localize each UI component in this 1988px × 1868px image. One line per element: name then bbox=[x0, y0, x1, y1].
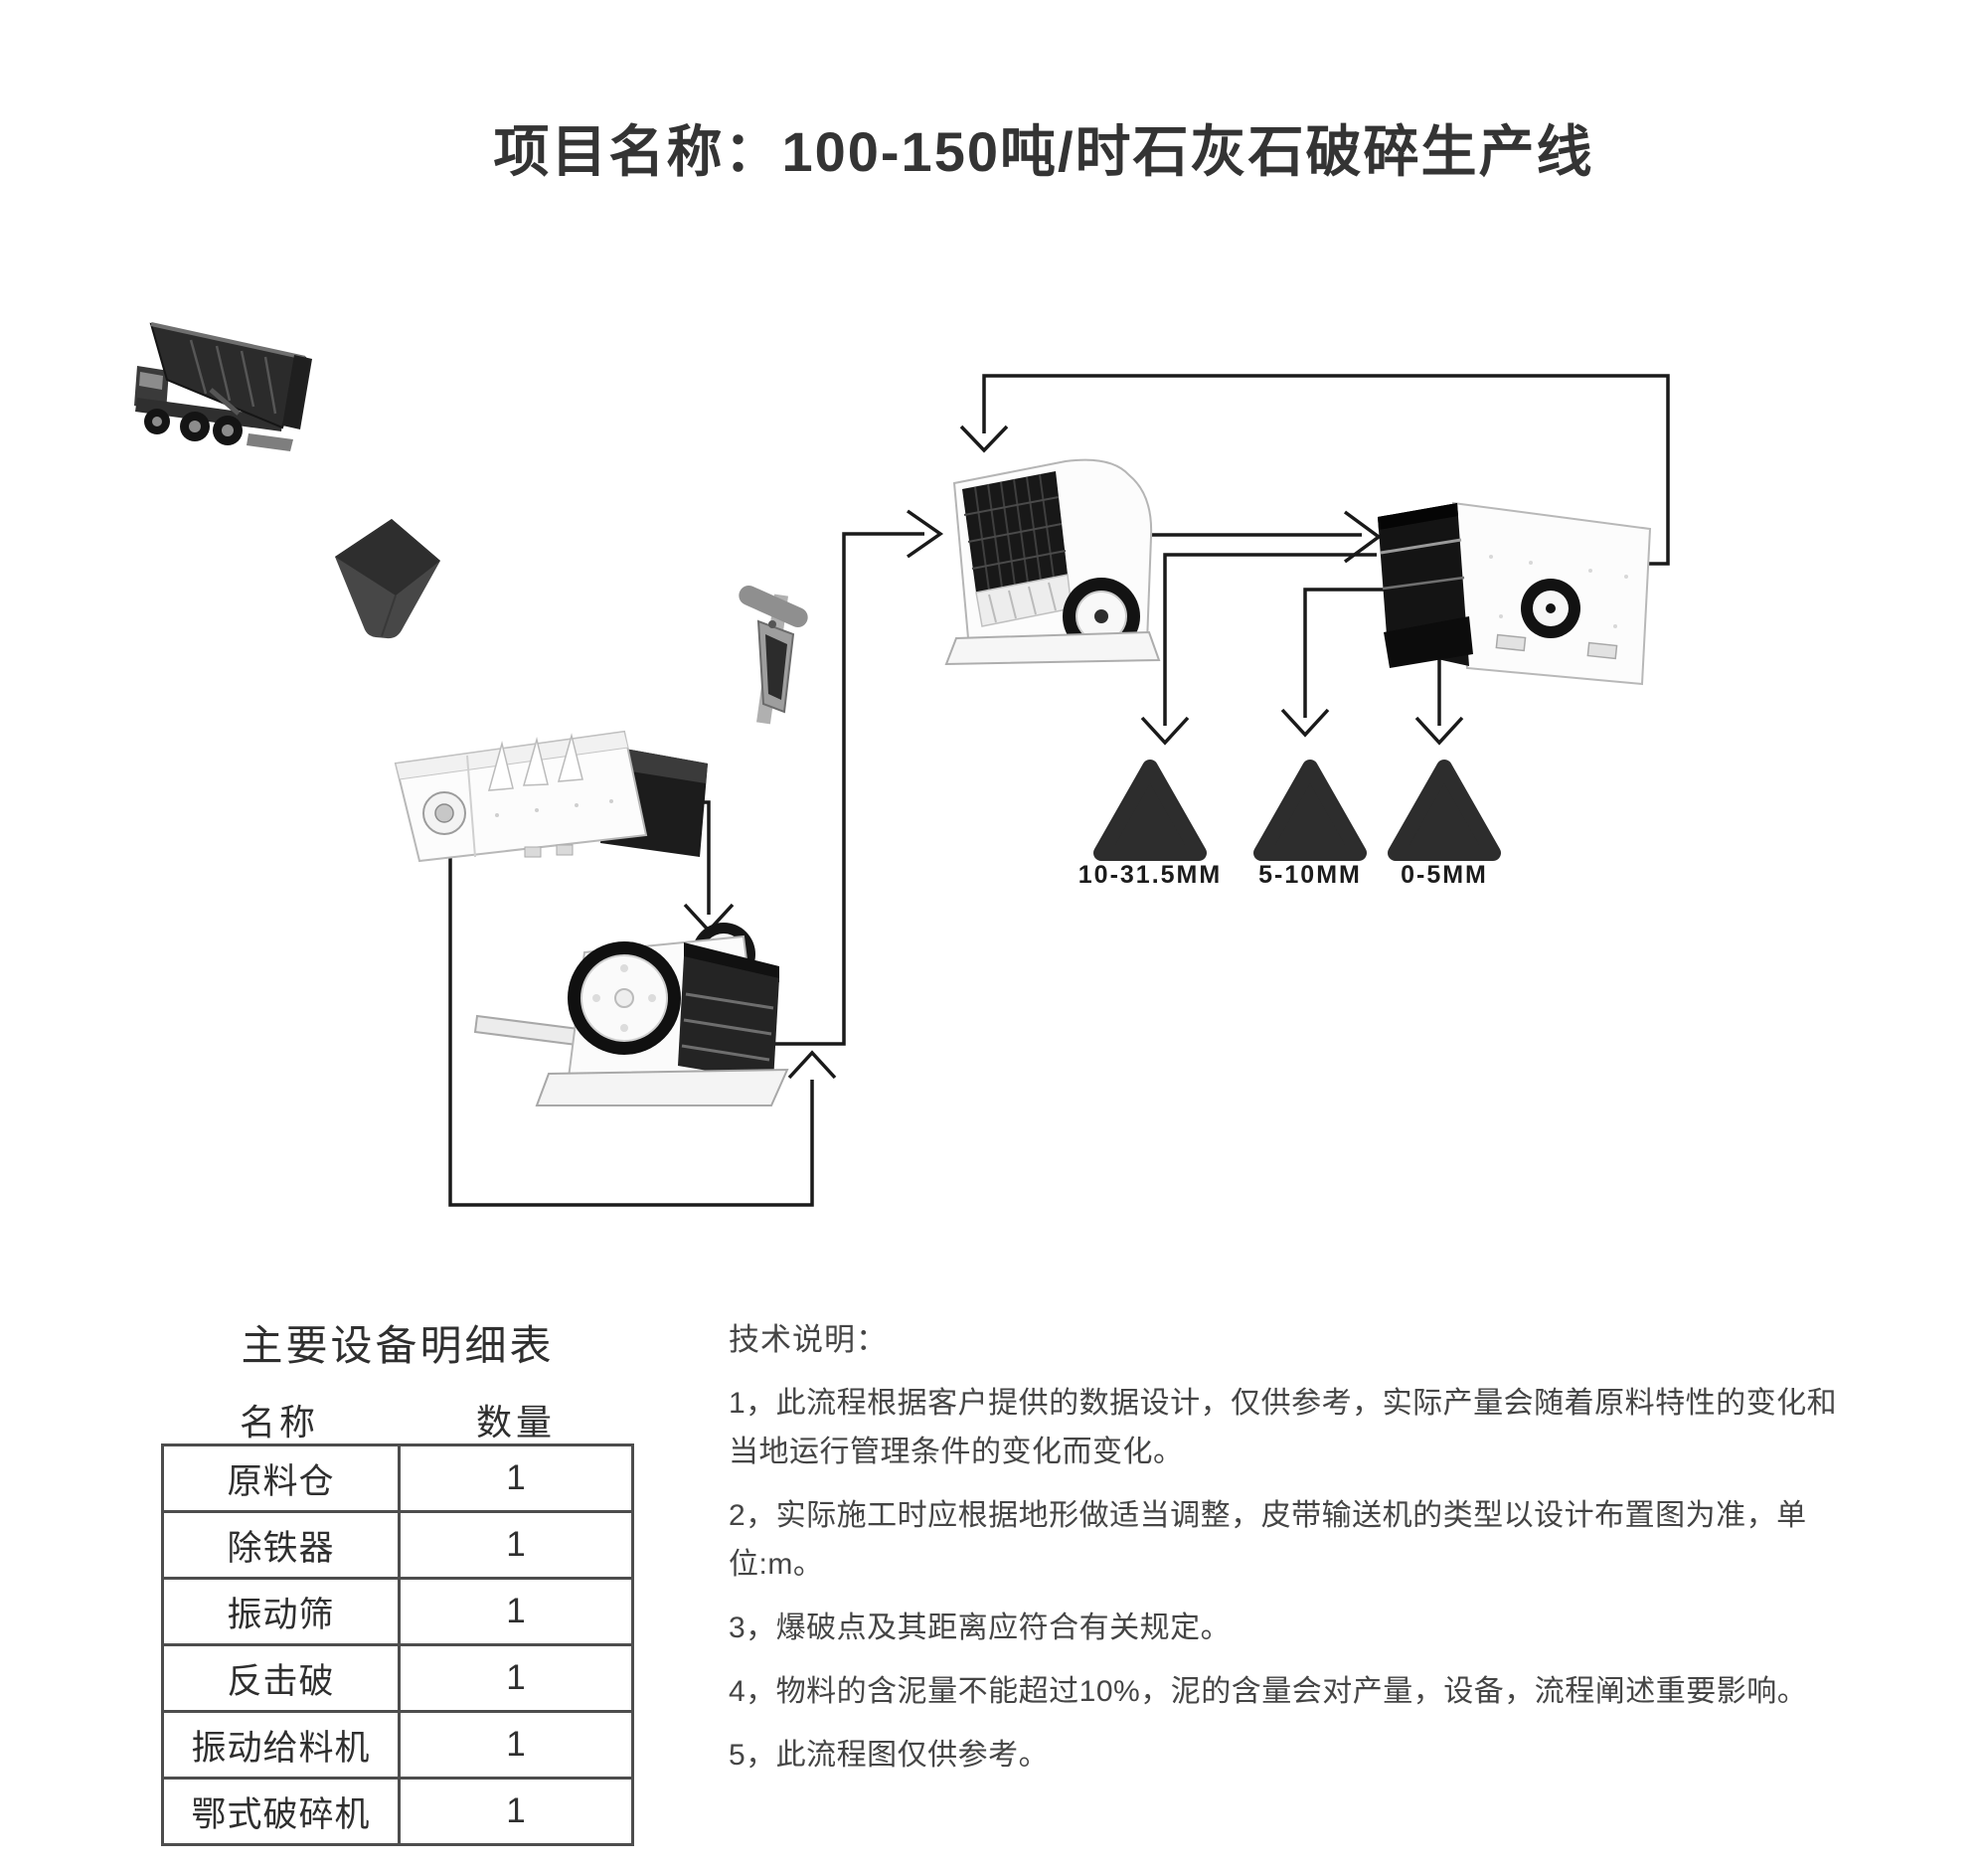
equipment-qty-cell: 1 bbox=[506, 1725, 526, 1764]
pile-triangle-3 bbox=[1388, 760, 1501, 861]
table-row: 除铁器 1 bbox=[164, 1510, 631, 1577]
equipment-table: 原料仓 1 除铁器 1 振动筛 1 反击破 1 振动给料机 1 鄂式破碎机 1 bbox=[161, 1443, 634, 1846]
table-row: 反击破 1 bbox=[164, 1643, 631, 1710]
equipment-name-cell: 原料仓 bbox=[164, 1446, 401, 1510]
table-row: 振动筛 1 bbox=[164, 1577, 631, 1643]
table-row: 鄂式破碎机 1 bbox=[164, 1777, 631, 1843]
vibrating-feeder-image bbox=[394, 730, 708, 863]
column-header-name: 名称 bbox=[239, 1402, 319, 1443]
jaw-crusher-image bbox=[473, 923, 789, 1106]
equipment-name-cell: 振动筛 bbox=[164, 1580, 401, 1643]
equipment-name-cell: 振动给料机 bbox=[164, 1713, 401, 1777]
flow-line-screen-to-pile2 bbox=[1280, 588, 1395, 738]
note-item-3: 3，爆破点及其距离应符合有关规定。 bbox=[729, 1612, 1232, 1644]
flow-line-screen-to-pile1 bbox=[1140, 553, 1377, 746]
flow-line-jaw-to-impact bbox=[757, 509, 944, 1046]
iron-remover-image bbox=[739, 586, 808, 725]
equipment-qty-cell: 1 bbox=[506, 1458, 526, 1497]
column-header-qty: 数量 bbox=[475, 1402, 556, 1443]
equipment-qty-cell: 1 bbox=[506, 1658, 526, 1697]
dump-truck-image bbox=[134, 322, 312, 451]
equipment-qty-cell: 1 bbox=[506, 1592, 526, 1630]
page-title: 项目名称：100-150吨/时石灰石破碎生产线 bbox=[493, 120, 1594, 183]
flow-line-feeder-fines-bypass bbox=[448, 847, 837, 1207]
table-row: 原料仓 1 bbox=[164, 1446, 631, 1510]
flow-lines bbox=[448, 374, 1670, 1207]
note-item-1: 1，此流程根据客户提供的数据设计，仅供参考，实际产量会随着原料特性的变化和当地运… bbox=[729, 1387, 1838, 1468]
pile-label-0-5mm: 0-5MM bbox=[1401, 861, 1488, 889]
product-piles bbox=[1093, 760, 1501, 861]
pile-label-10-31.5mm: 10-31.5MM bbox=[1077, 861, 1223, 889]
note-item-5: 5，此流程图仅供参考。 bbox=[729, 1739, 1050, 1772]
pile-triangle-2 bbox=[1253, 760, 1367, 861]
table-row: 振动给料机 1 bbox=[164, 1710, 631, 1777]
vibrating-screen-image bbox=[1378, 501, 1652, 686]
equipment-table-heading: 主要设备明细表 bbox=[241, 1322, 555, 1369]
equipment-name-cell: 除铁器 bbox=[164, 1513, 401, 1577]
equipment-table-header: 名称 数量 bbox=[161, 1394, 634, 1445]
equipment-qty-cell: 1 bbox=[506, 1525, 526, 1564]
equipment-name-cell: 反击破 bbox=[164, 1646, 401, 1710]
technical-notes: 技术说明： 1，此流程根据客户提供的数据设计，仅供参考，实际产量会随着原料特性的… bbox=[729, 1314, 1867, 1794]
notes-heading: 技术说明： bbox=[729, 1322, 888, 1357]
pile-label-5-10mm: 5-10MM bbox=[1258, 861, 1362, 889]
impact-crusher-image bbox=[944, 458, 1161, 666]
equipment-name-cell: 鄂式破碎机 bbox=[164, 1780, 401, 1843]
pile-triangle-1 bbox=[1093, 760, 1207, 861]
equipment-qty-cell: 1 bbox=[506, 1791, 526, 1830]
note-item-2: 2，实际施工时应根据地形做适当调整，皮带输送机的类型以设计布置图为准，单位:m。 bbox=[729, 1499, 1807, 1581]
note-item-4: 4，物料的含泥量不能超过10%，泥的含量会对产量，设备，流程阐述重要影响。 bbox=[729, 1675, 1808, 1708]
hopper-image bbox=[335, 519, 440, 639]
